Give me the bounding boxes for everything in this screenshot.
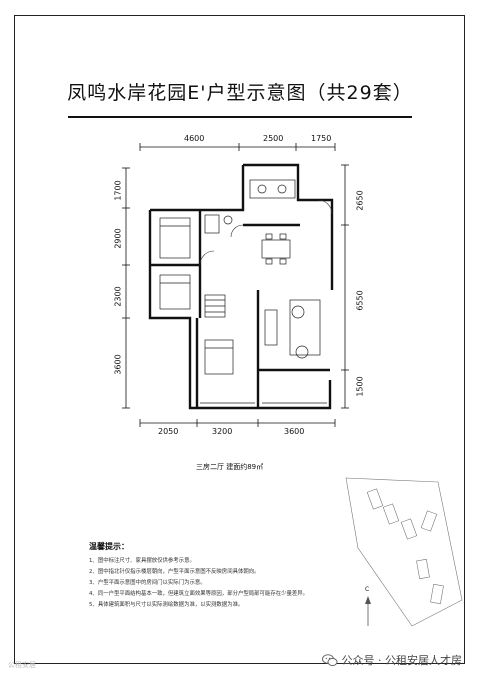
footer-text: 公众号 · 公租安居人才房 [341, 654, 463, 667]
compass-label: C [365, 586, 370, 593]
note-item: 2、图中指北针仅指示楼层朝向，户型平面示意图不反映房间具体朝向。 [89, 569, 260, 575]
note-item: 1、图中标注尺寸、家具摆放仅供参考示意。 [89, 558, 195, 564]
note-item: 5、具体建筑面积与尺寸以实际测绘数据为准，以实测数据为准。 [89, 602, 244, 608]
dim-bottom-1: 2050 [158, 427, 179, 436]
wechat-icon [321, 653, 337, 666]
door-swings [199, 199, 333, 266]
notes-list: 1、图中标注尺寸、家具摆放仅供参考示意。 2、图中指北针仅指示楼层朝向，户型平面… [89, 556, 308, 611]
compass-north-arrow [365, 596, 371, 626]
watermark: 公租安居 [8, 661, 36, 669]
dim-top-3: 1750 [311, 134, 332, 143]
dim-top-1: 4600 [184, 134, 205, 143]
dim-bottom-3: 3600 [284, 427, 305, 436]
note-item: 4、同一户型平面结构基本一致，但建筑立面效果等原因，部分户型局部可能存在少量差异… [89, 591, 309, 597]
exterior-walls [148, 163, 334, 410]
note-item: 3、户型平面示意图中的房间门以实际门为示意。 [89, 580, 206, 586]
notes-title: 温馨提示： [89, 542, 129, 551]
furniture [159, 179, 327, 404]
dimension-lines [122, 143, 349, 427]
drawing-sheet-frame [14, 15, 465, 664]
area-summary: 三房二厅 建面约89㎡ [196, 463, 264, 471]
dim-bottom-2: 3200 [212, 427, 233, 436]
title-underline [68, 116, 412, 118]
site-plan-map [345, 477, 463, 627]
footer-account: 公众号 · 公租安居人才房 [321, 652, 463, 668]
page-title: 凤鸣水岸花园E'户型示意图（共29套） [67, 82, 413, 104]
dim-top-2: 2500 [263, 134, 284, 143]
